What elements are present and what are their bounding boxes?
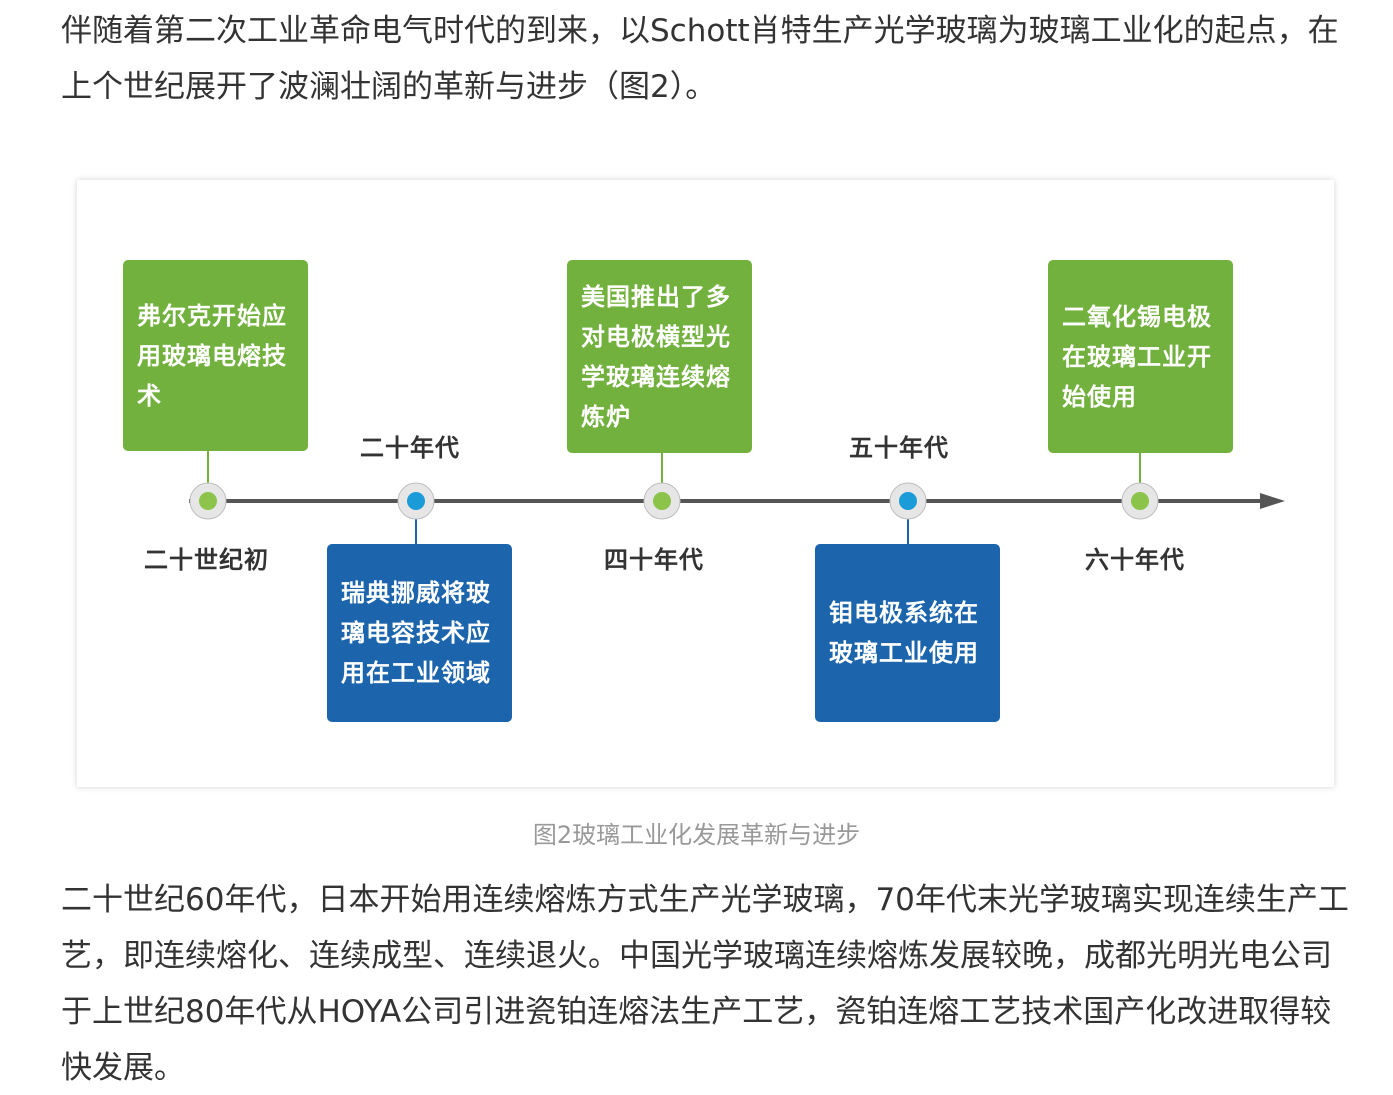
event-box-1950s: 钼电极系统在玻璃工业使用 (815, 544, 1000, 722)
era-label-1950s: 五十年代 (849, 434, 949, 462)
event-box-1920s: 瑞典挪威将玻璃电容技术应用在工业领域 (327, 544, 512, 722)
era-label-1940s: 四十年代 (604, 546, 704, 574)
era-label-1920s: 二十年代 (360, 434, 460, 462)
event-text-1960s: 二氧化锡电极在玻璃工业开始使用 (1062, 302, 1212, 411)
figure-caption: 图2玻璃工业化发展革新与进步 (532, 821, 861, 849)
timeline-dot-1 (189, 482, 227, 520)
timeline-graphic (189, 450, 1285, 545)
era-label-early-20th: 二十世纪初 (144, 546, 269, 574)
event-box-1960s: 二氧化锡电极在玻璃工业开始使用 (1048, 260, 1233, 453)
body-paragraph: 二十世纪60年代，日本开始用连续熔炼方式生产光学玻璃，70年代末光学玻璃实现连续… (61, 882, 1349, 1086)
timeline-dot-4 (889, 482, 927, 520)
event-text-1950s: 钼电极系统在玻璃工业使用 (829, 599, 979, 667)
timeline-figure: 弗尔克开始应用玻璃电熔技术 瑞典挪威将玻璃电容技术应用在工业领域 美国推出了多对… (77, 180, 1334, 787)
era-label-1960s: 六十年代 (1085, 546, 1185, 574)
timeline-arrowhead (1260, 493, 1285, 509)
timeline-dot-3 (643, 482, 681, 520)
intro-paragraph: 伴随着第二次工业革命电气时代的到来，以Schott肖特生产光学玻璃为玻璃工业化的… (61, 13, 1339, 105)
event-text-1940s: 美国推出了多对电极横型光学玻璃连续熔炼炉 (581, 282, 731, 431)
event-text-early-20th: 弗尔克开始应用玻璃电熔技术 (137, 301, 287, 410)
event-box-1940s: 美国推出了多对电极横型光学玻璃连续熔炼炉 (567, 260, 752, 453)
event-box-early-20th: 弗尔克开始应用玻璃电熔技术 (123, 260, 308, 451)
event-text-1920s: 瑞典挪威将玻璃电容技术应用在工业领域 (341, 579, 491, 687)
timeline-dot-5 (1121, 482, 1159, 520)
timeline-dot-2 (397, 482, 435, 520)
